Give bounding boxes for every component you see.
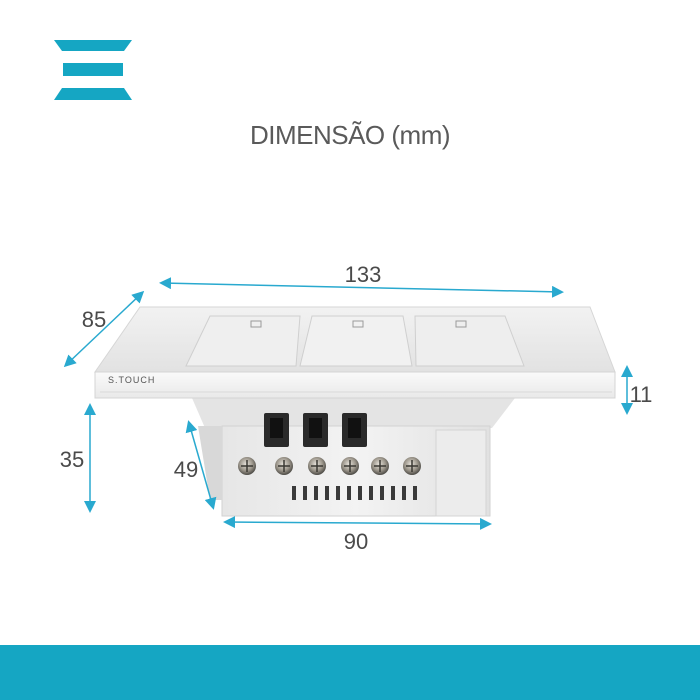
brand-label: S.TOUCH	[108, 375, 155, 385]
box-depth-label: 49	[174, 457, 198, 482]
menu-stack-logo-icon	[54, 40, 132, 100]
rj-ports	[264, 413, 367, 447]
page-title: DIMENSÃO (mm)	[249, 120, 451, 150]
vent-slots	[292, 486, 417, 500]
thickness-label: 11	[630, 382, 653, 407]
face-plate	[94, 306, 616, 399]
box-width-arrow	[223, 516, 492, 530]
height-label: 35	[60, 447, 84, 472]
depth-arrow	[63, 290, 145, 368]
depth-label: 85	[82, 307, 106, 332]
width-label: 133	[345, 262, 382, 287]
width-arrow	[159, 277, 564, 298]
box-width-label: 90	[344, 529, 368, 554]
box-depth-arrow	[185, 420, 217, 510]
terminal-screws	[238, 457, 421, 475]
footer-band	[0, 645, 700, 700]
